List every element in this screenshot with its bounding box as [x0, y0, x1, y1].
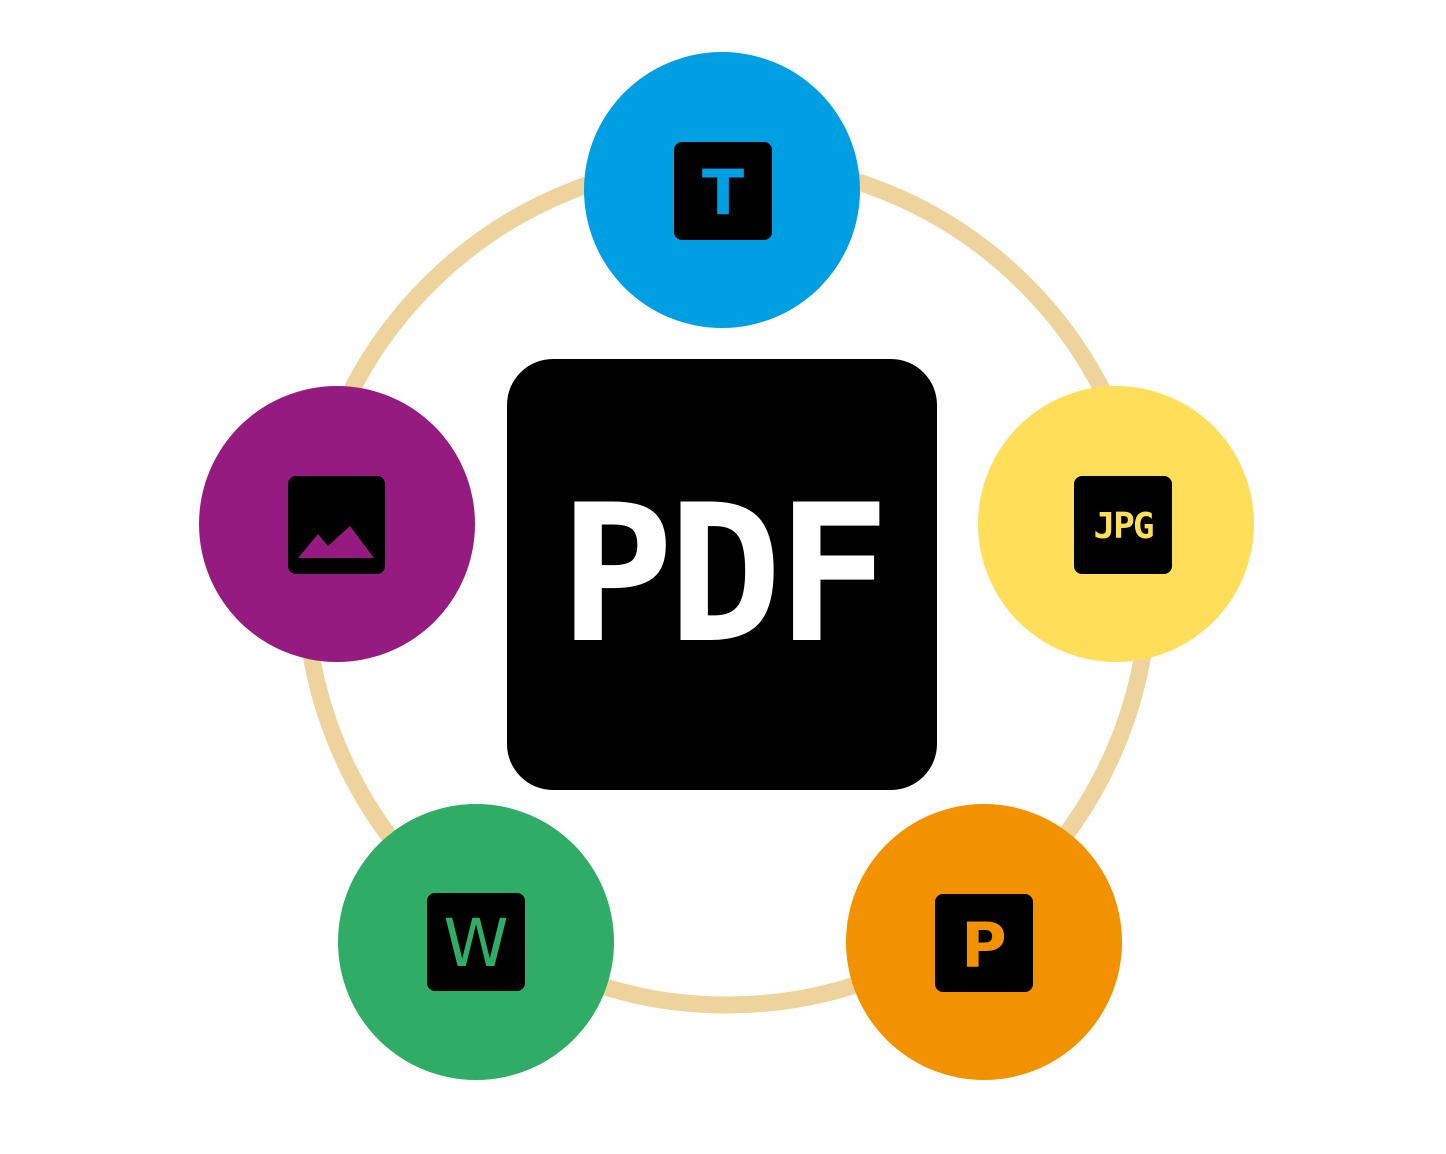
pdf-label: PDF	[559, 464, 884, 685]
pdf-tile-background	[507, 359, 937, 790]
node-image[interactable]	[199, 386, 475, 662]
text-icon: T	[674, 142, 772, 240]
node-powerpoint-label: P	[961, 909, 1006, 982]
node-jpg[interactable]: JPG	[978, 386, 1254, 662]
mountain-icon	[298, 526, 374, 558]
powerpoint-icon: P	[935, 894, 1033, 992]
image-icon	[288, 476, 385, 574]
pdf-tile: PDF	[507, 359, 937, 790]
node-powerpoint[interactable]: P	[846, 804, 1122, 1080]
jpg-icon: JPG	[1074, 476, 1172, 574]
node-word[interactable]: W	[338, 804, 614, 1080]
node-text-label: T	[702, 156, 744, 229]
node-word-label: W	[443, 905, 508, 982]
node-text[interactable]: T	[584, 52, 860, 328]
node-jpg-label: JPG	[1093, 506, 1152, 547]
word-icon: W	[427, 893, 525, 991]
